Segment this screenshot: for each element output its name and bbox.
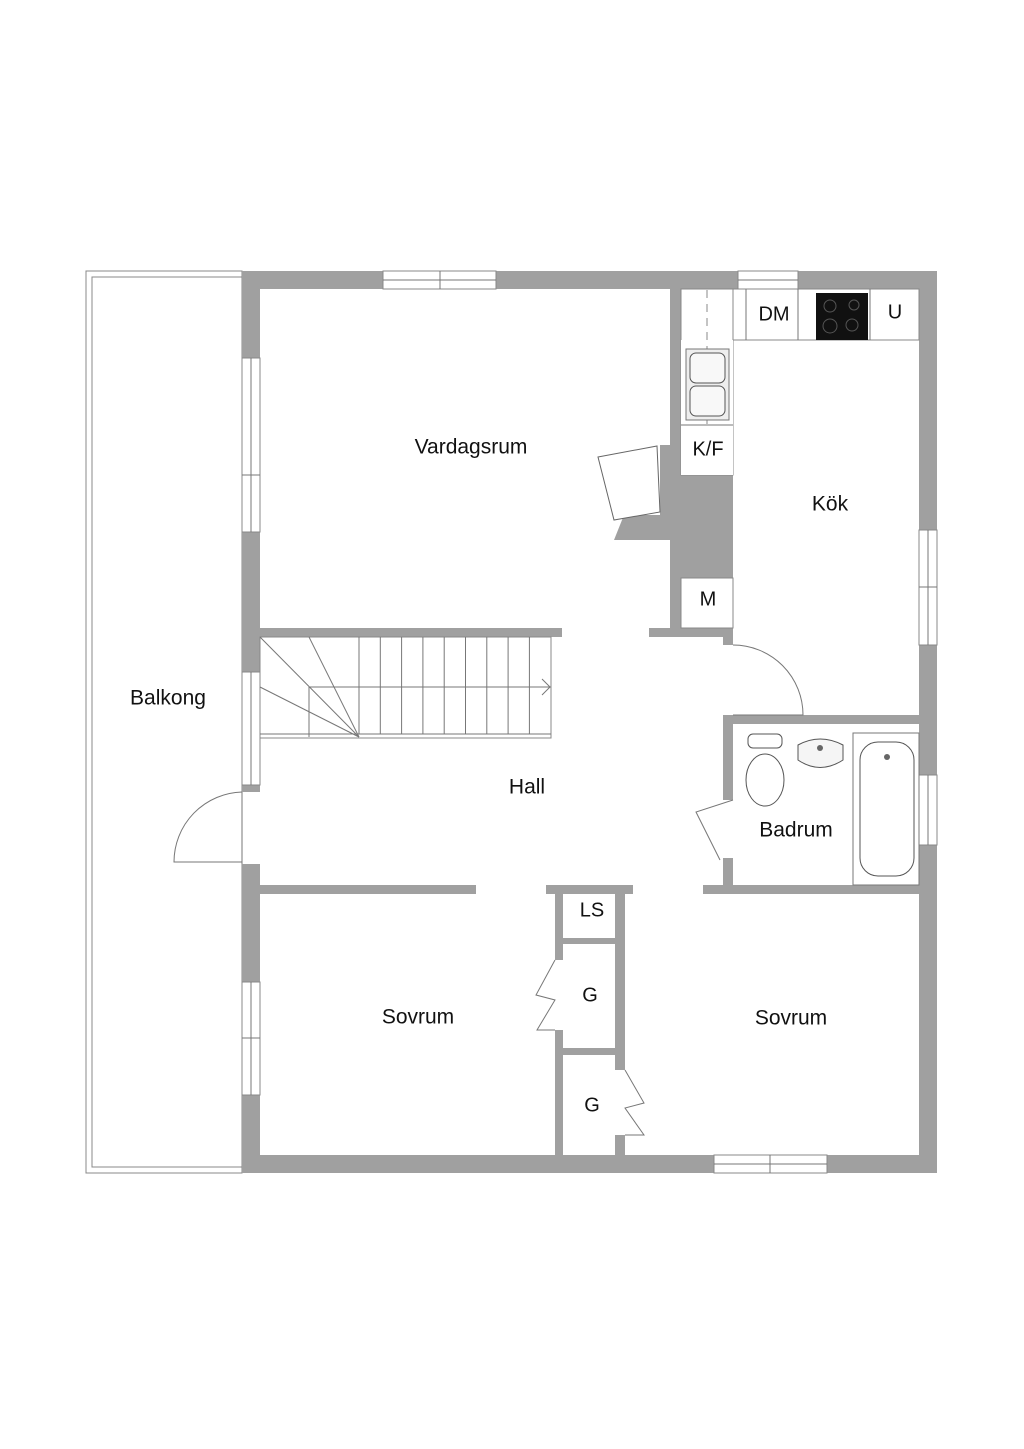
staircase[interactable] xyxy=(259,636,552,739)
interior-walls xyxy=(260,289,919,1155)
kitchen-door[interactable] xyxy=(732,644,804,716)
room-label-kok: Kök xyxy=(812,493,849,516)
closet-door-2[interactable] xyxy=(624,1069,645,1136)
room-label-hall: Hall xyxy=(509,776,545,799)
room-label-badrum: Badrum xyxy=(759,819,833,842)
fixture-label-g1: G xyxy=(582,984,598,1006)
stove-icon xyxy=(816,293,868,340)
room-label-sovrum-left: Sovrum xyxy=(382,1006,454,1029)
balcony xyxy=(85,270,243,1174)
closet-door-1[interactable] xyxy=(535,959,556,1031)
fixture-label-m: M xyxy=(700,588,717,610)
fireplace xyxy=(597,445,661,521)
fixture-label-dm: DM xyxy=(758,303,789,325)
room-label-vardagsrum: Vardagsrum xyxy=(415,436,528,459)
washbasin-icon xyxy=(797,738,844,768)
bathroom-fixtures xyxy=(745,732,920,886)
fixture-label-u: U xyxy=(888,301,902,323)
fixture-label-ls: LS xyxy=(580,899,604,921)
fixture-label-kf: K/F xyxy=(692,438,723,460)
sink-icon xyxy=(685,348,730,421)
bathroom-door[interactable] xyxy=(695,799,734,861)
fixture-label-g2: G xyxy=(584,1094,600,1116)
balcony-door[interactable] xyxy=(173,791,260,864)
room-label-sovrum-right: Sovrum xyxy=(755,1007,827,1030)
bathtub-icon xyxy=(852,732,920,886)
toilet-icon xyxy=(745,733,785,807)
room-label-balkong: Balkong xyxy=(130,687,206,710)
windows xyxy=(241,270,938,1174)
kitchen-counters xyxy=(680,288,920,629)
